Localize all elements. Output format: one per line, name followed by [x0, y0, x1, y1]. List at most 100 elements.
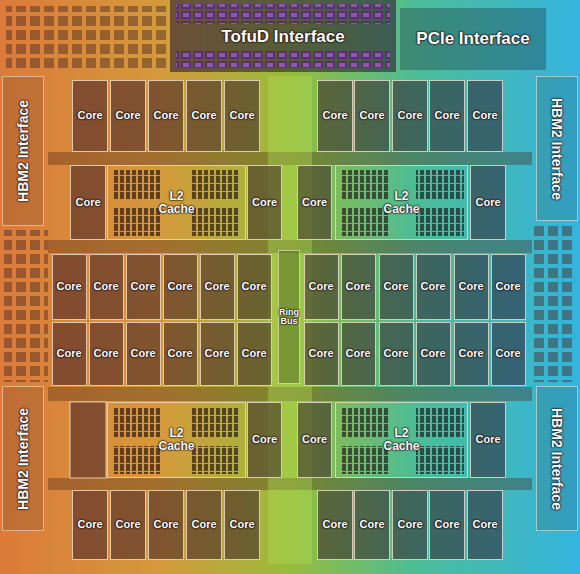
block-label: Core — [302, 197, 327, 209]
tofud-area — [170, 0, 396, 72]
pad-array — [6, 6, 166, 70]
sram-block — [416, 407, 464, 437]
block-label: Core — [458, 348, 483, 360]
block-label: TofuD Interface — [221, 28, 344, 46]
core-block: Core — [200, 322, 235, 386]
core-block: Core — [467, 80, 503, 152]
block-label: Core — [204, 348, 229, 360]
block-label: L2 Cache — [156, 190, 198, 215]
block-label: Core — [383, 281, 408, 293]
sram-block — [190, 208, 240, 236]
core-block: Core — [70, 165, 106, 240]
core-block: Core — [392, 80, 428, 152]
block-label: Core — [252, 197, 277, 209]
core-block: Core — [354, 80, 390, 152]
block-label: Ring Bus — [279, 308, 299, 327]
block-label: Core — [495, 281, 520, 293]
block-label: Core — [56, 348, 81, 360]
core-block: Core — [52, 254, 87, 320]
block-label: Core — [204, 281, 229, 293]
core-block: Core — [186, 80, 222, 152]
core-block: Core — [429, 490, 465, 560]
center-spine — [268, 76, 312, 564]
block-label: Core — [115, 519, 140, 531]
block-label: Core — [229, 519, 254, 531]
block-label: Core — [56, 281, 81, 293]
block-label: Core — [495, 348, 520, 360]
block-label: Core — [420, 348, 445, 360]
l2-cache-block: L2 Cache — [107, 402, 246, 478]
core-block: Core — [317, 80, 353, 152]
core-block: Core — [224, 490, 260, 560]
block-label: Core — [475, 197, 500, 209]
sram-block — [112, 446, 162, 474]
core-block: Core — [416, 322, 451, 386]
block-label: Core — [93, 348, 118, 360]
block-label: Core — [191, 110, 216, 122]
block-label: L2 Cache — [156, 427, 198, 452]
block-label: Core — [241, 348, 266, 360]
pcie-area — [400, 8, 546, 70]
pad-array — [4, 230, 48, 382]
core-block: Core — [52, 322, 87, 386]
core-block: Core — [72, 80, 108, 152]
hbm2-interface-block: HBM2 Interface — [2, 386, 44, 531]
sram-block — [416, 446, 464, 474]
block-label: HBM2 Interface — [16, 408, 31, 510]
core-block: Core — [247, 165, 282, 240]
block-label: Core — [397, 519, 422, 531]
tofud-cells — [176, 4, 390, 24]
block-label: Core — [308, 281, 333, 293]
core-block: Core — [297, 165, 332, 240]
sram-block — [340, 170, 388, 200]
block-label: L2 Cache — [381, 427, 423, 452]
sram-block — [340, 407, 388, 437]
block-label: Core — [241, 281, 266, 293]
block-label: Core — [167, 281, 192, 293]
block-label: Core — [75, 197, 100, 209]
block-label: L2 Cache — [381, 190, 423, 215]
block-label: Core — [472, 110, 497, 122]
core-block: Core — [304, 254, 339, 320]
l2-cache-block: L2 Cache — [107, 165, 246, 240]
core-block: Core — [416, 254, 451, 320]
core-block: Core — [89, 254, 124, 320]
hbm2-interface-block: HBM2 Interface — [536, 386, 578, 531]
block-label: Core — [434, 519, 459, 531]
core-block: Core — [454, 322, 489, 386]
core-block: Core — [247, 402, 282, 478]
core-block: Core — [491, 322, 526, 386]
interface-block: TofuD Interface — [170, 4, 396, 70]
core-block: Core — [491, 254, 526, 320]
core-block: Core — [148, 490, 184, 560]
core-block: Core — [237, 254, 272, 320]
block-label: Core — [420, 281, 445, 293]
block-label: PCIe Interface — [416, 30, 529, 48]
core-block: Core — [163, 254, 198, 320]
core-block: Core — [110, 80, 146, 152]
block-label: Core — [302, 434, 327, 446]
block-label: Core — [475, 434, 500, 446]
sram-block — [190, 170, 240, 200]
hbm2-interface-block: HBM2 Interface — [536, 76, 578, 221]
block-label: Core — [322, 519, 347, 531]
block-label: Core — [472, 519, 497, 531]
sram-block — [416, 208, 464, 236]
core-block: Core — [237, 322, 272, 386]
sram-block — [190, 407, 240, 437]
block-label: Core — [93, 281, 118, 293]
core-block: Core — [126, 254, 161, 320]
core-block: Core — [341, 254, 376, 320]
block-label: Core — [397, 110, 422, 122]
block-label: Core — [191, 519, 216, 531]
core-block: Core — [148, 80, 184, 152]
core-block: Core — [317, 490, 353, 560]
core-block: Core — [110, 490, 146, 560]
core-block: Core — [341, 322, 376, 386]
hbm2-interface-block: HBM2 Interface — [2, 76, 44, 226]
core-block: Core — [379, 254, 414, 320]
